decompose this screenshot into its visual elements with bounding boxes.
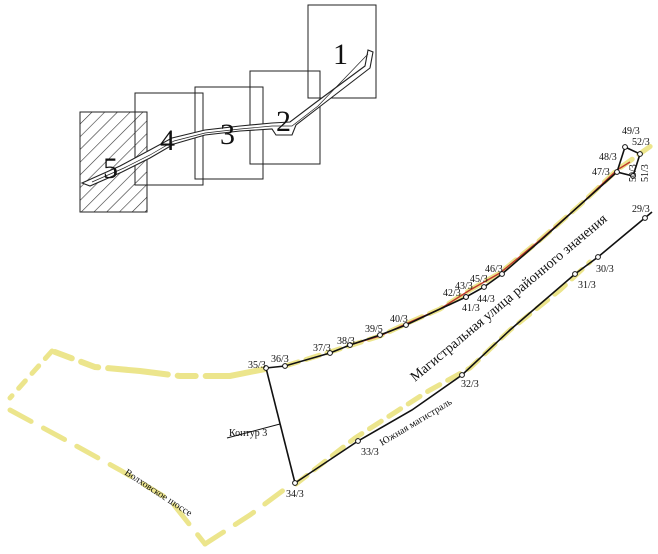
label-52: 52/3 <box>632 137 650 148</box>
point-44[interactable] <box>481 284 487 290</box>
point-36[interactable] <box>282 363 288 369</box>
label-30: 30/3 <box>596 264 614 275</box>
label-51: 51/3 <box>640 164 651 182</box>
label-39: 39/5 <box>365 324 383 335</box>
corridor-inner <box>91 53 369 183</box>
label-37: 37/3 <box>313 343 331 354</box>
label-38: 38/3 <box>337 336 355 347</box>
label-34: 34/3 <box>286 489 304 500</box>
sheet-5-label: 5 <box>103 152 118 185</box>
point-34[interactable] <box>292 480 298 486</box>
sheet-4-label: 4 <box>160 124 175 157</box>
volkhov-road-label: Волховское шоссе <box>122 467 194 519</box>
label-31: 31/3 <box>578 280 596 291</box>
point-30[interactable] <box>595 254 601 260</box>
road-west-dashed <box>52 349 268 379</box>
point-35[interactable] <box>263 365 269 371</box>
label-32: 32/3 <box>461 379 479 390</box>
survey-points <box>263 144 648 486</box>
point-32[interactable] <box>459 372 465 378</box>
sheet-1-frame[interactable] <box>307 4 377 99</box>
sheet-4-frame[interactable] <box>134 92 204 186</box>
road-west-short <box>7 348 55 401</box>
point-29[interactable] <box>642 215 648 221</box>
label-43: 43/3 <box>455 281 473 292</box>
point-31[interactable] <box>572 271 578 277</box>
contour-label: Контур 3 <box>229 428 267 439</box>
sheet-1-label: 1 <box>333 38 348 71</box>
sheet-2-frame[interactable] <box>249 70 321 165</box>
label-35: 35/3 <box>248 360 266 371</box>
point-33[interactable] <box>355 438 361 444</box>
point-51[interactable] <box>637 151 643 157</box>
contour-3 <box>265 145 653 484</box>
sheet-2-label: 2 <box>276 105 291 138</box>
main-street-label: Магистральная улица районного значения <box>408 211 611 385</box>
point-37[interactable] <box>327 350 333 356</box>
label-29: 29/3 <box>632 204 650 215</box>
label-42: 42/3 <box>443 288 461 299</box>
sheet-3-label: 3 <box>220 118 235 151</box>
point-50[interactable] <box>630 173 636 179</box>
label-48: 48/3 <box>599 152 617 163</box>
map-labels: Контур 3 Магистральная улица районного з… <box>122 211 610 519</box>
point-39[interactable] <box>377 332 383 338</box>
label-49: 49/3 <box>622 126 640 137</box>
volkhov-highway-road <box>7 407 208 547</box>
road-south-segment <box>202 480 296 547</box>
label-46: 46/3 <box>485 264 503 275</box>
contour-label-leader <box>226 423 281 439</box>
label-47: 47/3 <box>592 167 610 178</box>
contour-3-west-edge <box>265 367 296 484</box>
index-map: 1 2 3 4 5 <box>79 4 377 213</box>
point-40[interactable] <box>403 322 409 328</box>
point-48[interactable] <box>622 144 628 150</box>
point-47[interactable] <box>614 169 620 175</box>
label-50: 50/3 <box>628 164 639 182</box>
label-33: 33/3 <box>361 447 379 458</box>
point-42[interactable] <box>463 294 469 300</box>
label-36: 36/3 <box>271 354 289 365</box>
point-46[interactable] <box>499 271 505 277</box>
label-45: 45/3 <box>470 274 488 285</box>
label-44: 44/3 <box>477 294 495 305</box>
point-38[interactable] <box>347 342 353 348</box>
contour-3-south-edge <box>294 211 653 484</box>
point-labels: 29/3 30/3 31/3 32/3 33/3 34/3 35/3 36/3 … <box>248 126 651 500</box>
label-41: 41/3 <box>462 303 480 314</box>
contour-3-north-edge <box>265 171 618 369</box>
label-40: 40/3 <box>390 314 408 325</box>
